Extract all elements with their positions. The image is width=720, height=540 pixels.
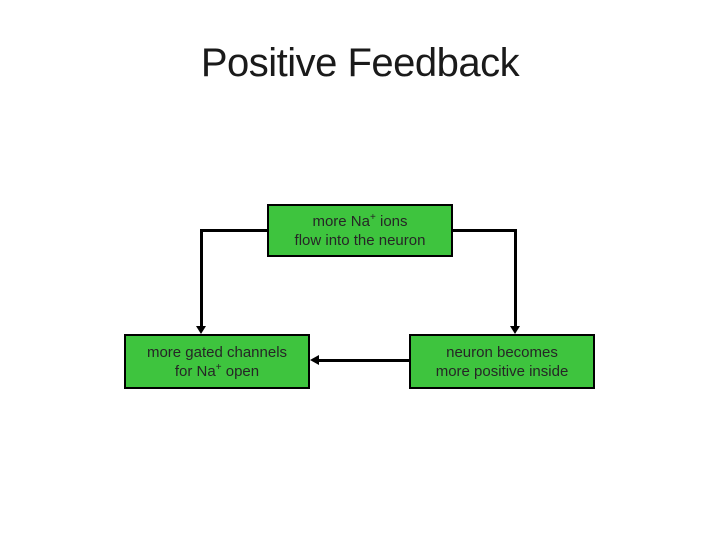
- box-text-part: for Na: [174, 362, 216, 380]
- box-more-gated-channels: more gated channels for Na+ open: [124, 334, 310, 389]
- box-text-line: more Na+ ions: [312, 212, 407, 231]
- connector-top-to-left-hline: [201, 229, 268, 232]
- box-text-part: ions: [375, 212, 408, 230]
- box-text-part: open: [221, 362, 260, 380]
- box-text-line: neuron becomes: [446, 343, 558, 361]
- arrowhead-left-icon: [310, 355, 319, 365]
- connector-top-to-right-hline: [453, 229, 517, 232]
- arrowhead-down-icon: [510, 326, 520, 334]
- superscript-plus: +: [215, 361, 222, 373]
- box-neuron-more-positive: neuron becomes more positive inside: [409, 334, 595, 389]
- box-text-line: flow into the neuron: [294, 231, 426, 249]
- box-text-line: more gated channels: [146, 343, 288, 361]
- page-title: Positive Feedback: [200, 41, 520, 85]
- connector-top-to-left-vline: [200, 229, 203, 327]
- box-more-na-ions: more Na+ ions flow into the neuron: [267, 204, 453, 257]
- connector-right-to-left-hline: [319, 359, 409, 362]
- box-text-line: more positive inside: [435, 362, 569, 380]
- superscript-plus: +: [370, 211, 376, 223]
- box-text-line: for Na+ open: [175, 362, 259, 381]
- connector-top-to-right-vline: [514, 229, 517, 327]
- box-text-part: more Na: [312, 212, 370, 230]
- arrowhead-down-icon: [196, 326, 206, 334]
